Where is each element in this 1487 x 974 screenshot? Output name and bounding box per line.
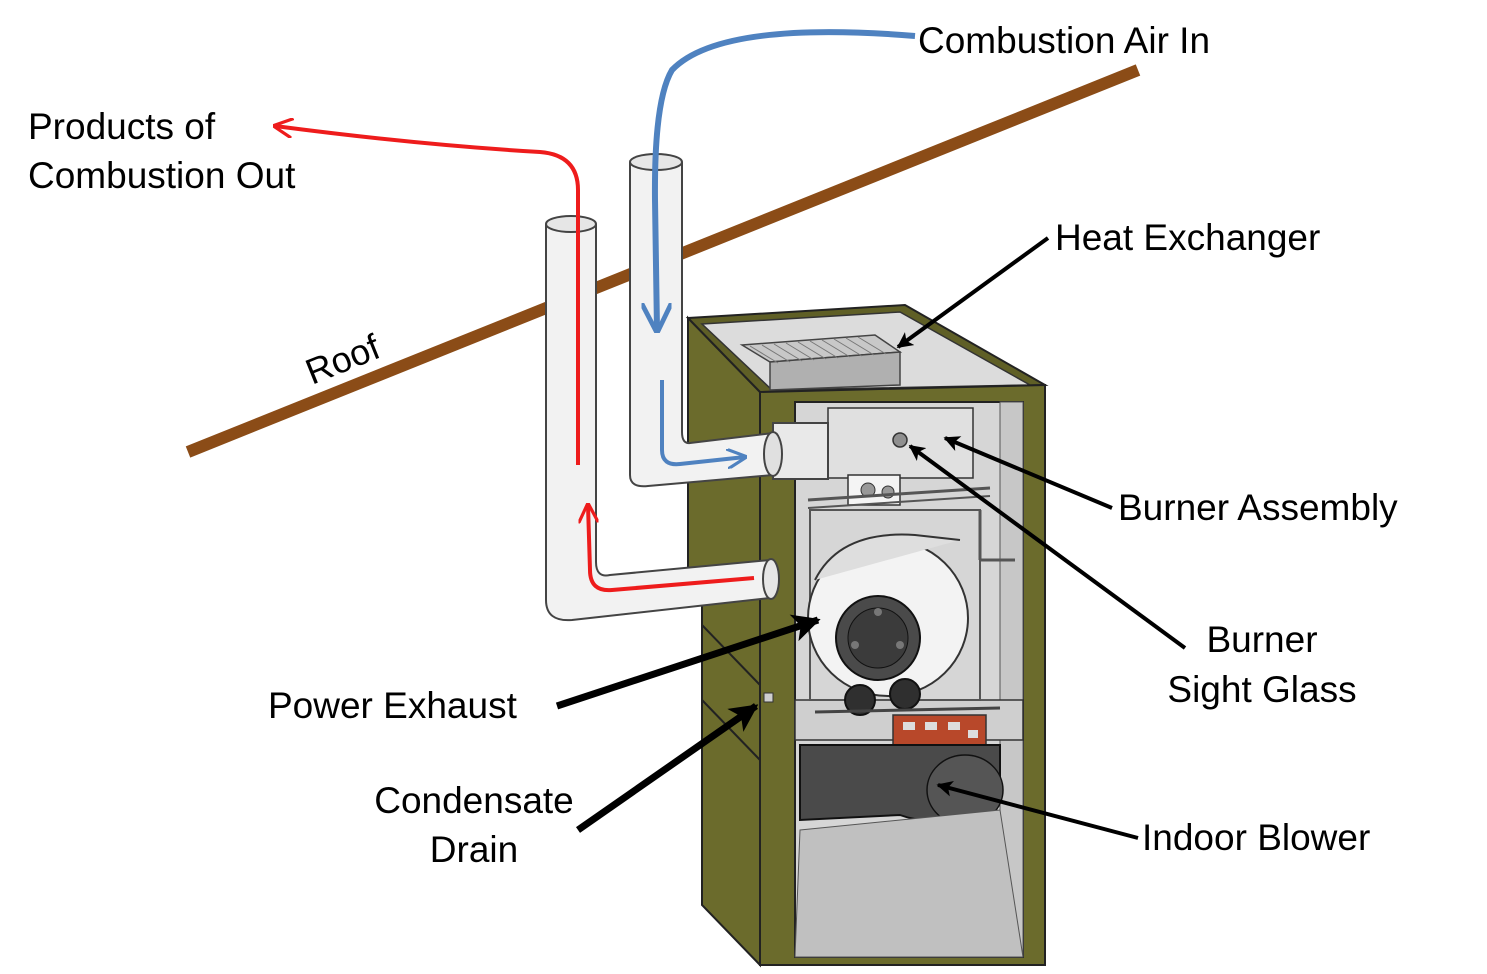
burner-assembly	[807, 407, 1015, 701]
condensate-drain-fitting	[763, 692, 774, 703]
label-indoor-blower: Indoor Blower	[1142, 817, 1370, 858]
label-burner-assembly: Burner Assembly	[1118, 487, 1398, 528]
intake-flow-arrow-icon	[660, 380, 745, 464]
blower-compartment	[794, 809, 1024, 958]
heat-exchanger	[739, 334, 903, 391]
label-burner-line1: Burner	[1206, 619, 1317, 660]
pointers	[555, 236, 1187, 840]
intake-flow	[655, 29, 916, 464]
label-products-line1: Products of	[28, 106, 216, 147]
label-condensate-line2: Drain	[430, 829, 518, 870]
power-exhaust-pointer-icon	[555, 614, 821, 710]
power-exhaust	[807, 533, 1001, 716]
label-power-exhaust: Power Exhaust	[268, 685, 518, 726]
heat-exchanger-pointer-icon	[896, 236, 1050, 349]
label-products-line2: Combustion Out	[28, 155, 296, 196]
exhaust-flow-arrow-icon	[588, 505, 755, 593]
exhaust-flow-arrow-icon-top	[275, 126, 580, 465]
intake-flow-arrow-icon-top	[655, 29, 916, 330]
condensate-drain-pointer-icon	[575, 703, 759, 833]
indoor-blower-pointer-icon	[936, 780, 1139, 840]
control-board	[892, 714, 987, 748]
indoor-blower	[794, 744, 1024, 958]
sight-glass	[892, 432, 908, 448]
label-burner-line2: Sight Glass	[1167, 669, 1356, 710]
exhaust-pipe	[545, 215, 780, 622]
sight-glass-pointer-icon	[908, 444, 1187, 650]
label-condensate-line1: Condensate	[374, 780, 574, 821]
burner-assembly-pointer-icon	[943, 436, 1113, 510]
label-heat-exchanger: Heat Exchanger	[1055, 217, 1320, 258]
label-combustion-air-in: Combustion Air In	[918, 20, 1210, 61]
exhaust-flow	[275, 126, 755, 593]
